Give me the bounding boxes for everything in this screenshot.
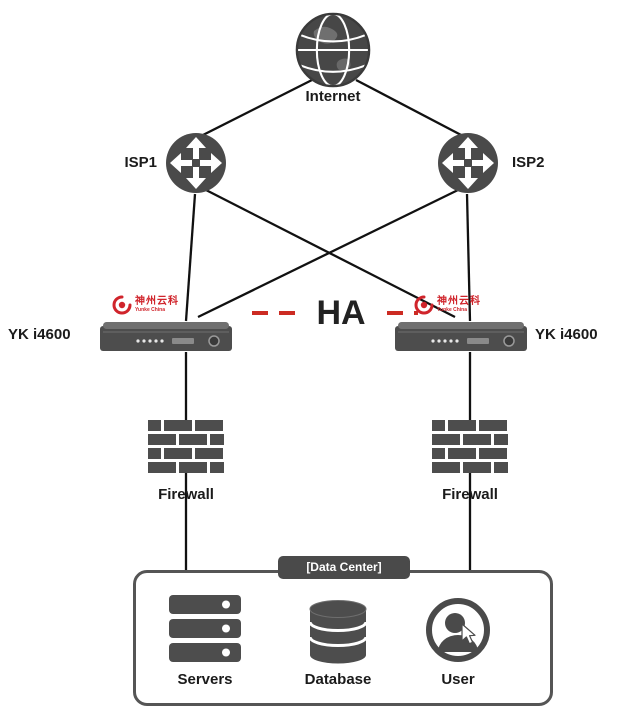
- brand-name-cn: 神州云科: [135, 296, 179, 307]
- yunke-brand-logo-right: 神州云科 Yunke China: [414, 292, 481, 318]
- servers-label: Servers: [177, 671, 233, 688]
- firewall-left-icon: [148, 420, 224, 473]
- firewall-right-icon: [432, 420, 508, 473]
- brand-name-en: Yunke China: [135, 307, 166, 313]
- yunke-swirl-icon: [112, 295, 132, 315]
- isp1-label: ISP1: [124, 154, 157, 171]
- yk-i4600-right-label: YK i4600: [535, 326, 598, 343]
- user-label: User: [441, 671, 475, 688]
- yunke-brand-logo-left: 神州云科 Yunke China: [112, 292, 179, 318]
- isp1-router-icon: [164, 131, 228, 195]
- data-center-badge: [Data Center]: [278, 556, 410, 579]
- database-label: Database: [304, 671, 372, 688]
- brand-name-en: Yunke China: [437, 307, 468, 313]
- cursor-icon: [461, 623, 476, 645]
- user-icon: [425, 597, 491, 663]
- firewall-left-label: Firewall: [158, 486, 214, 503]
- yunke-swirl-icon: [414, 295, 434, 315]
- database-icon: [309, 600, 367, 664]
- ha-label: HA: [302, 292, 380, 334]
- firewall-right-label: Firewall: [442, 486, 498, 503]
- isp2-label: ISP2: [512, 154, 545, 171]
- brand-name-cn: 神州云科: [437, 296, 481, 307]
- link-isp2-yk-left: [197, 188, 459, 319]
- yk-appliance-left-icon: [100, 320, 232, 353]
- link-internet-isp1: [200, 78, 313, 138]
- internet-globe-icon: [295, 12, 371, 88]
- link-isp2-yk-right: [465, 193, 472, 322]
- servers-icon: [169, 595, 241, 663]
- yk-i4600-left-label: YK i4600: [8, 326, 71, 343]
- internet-label: Internet: [305, 88, 361, 105]
- link-isp1-yk-left: [184, 193, 197, 322]
- link-internet-isp2: [355, 78, 464, 138]
- isp2-router-icon: [436, 131, 500, 195]
- yk-appliance-right-icon: [395, 320, 527, 353]
